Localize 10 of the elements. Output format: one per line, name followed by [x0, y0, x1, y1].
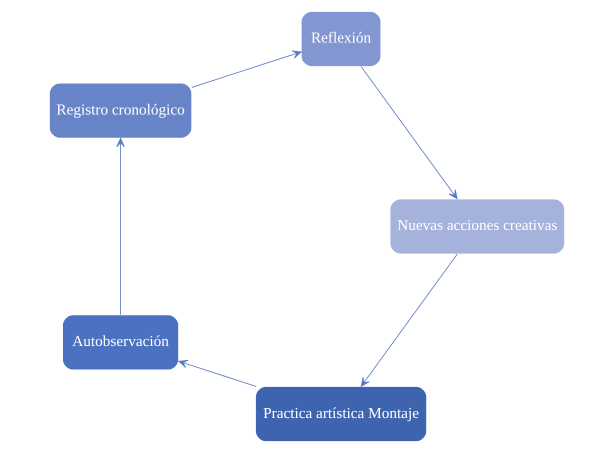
arrow [360, 66, 458, 200]
node-box: Reflexión [300, 10, 381, 67]
node-box: Autobservación [62, 314, 179, 370]
arrow [360, 254, 458, 387]
arrow [178, 360, 256, 387]
arrow [116, 138, 124, 316]
node-box: Registro cronológico [48, 82, 192, 139]
node-box: Nuevas acciones creativas [389, 198, 565, 254]
node-box: Practica artística Montaje [254, 386, 427, 442]
arrow [190, 50, 302, 88]
